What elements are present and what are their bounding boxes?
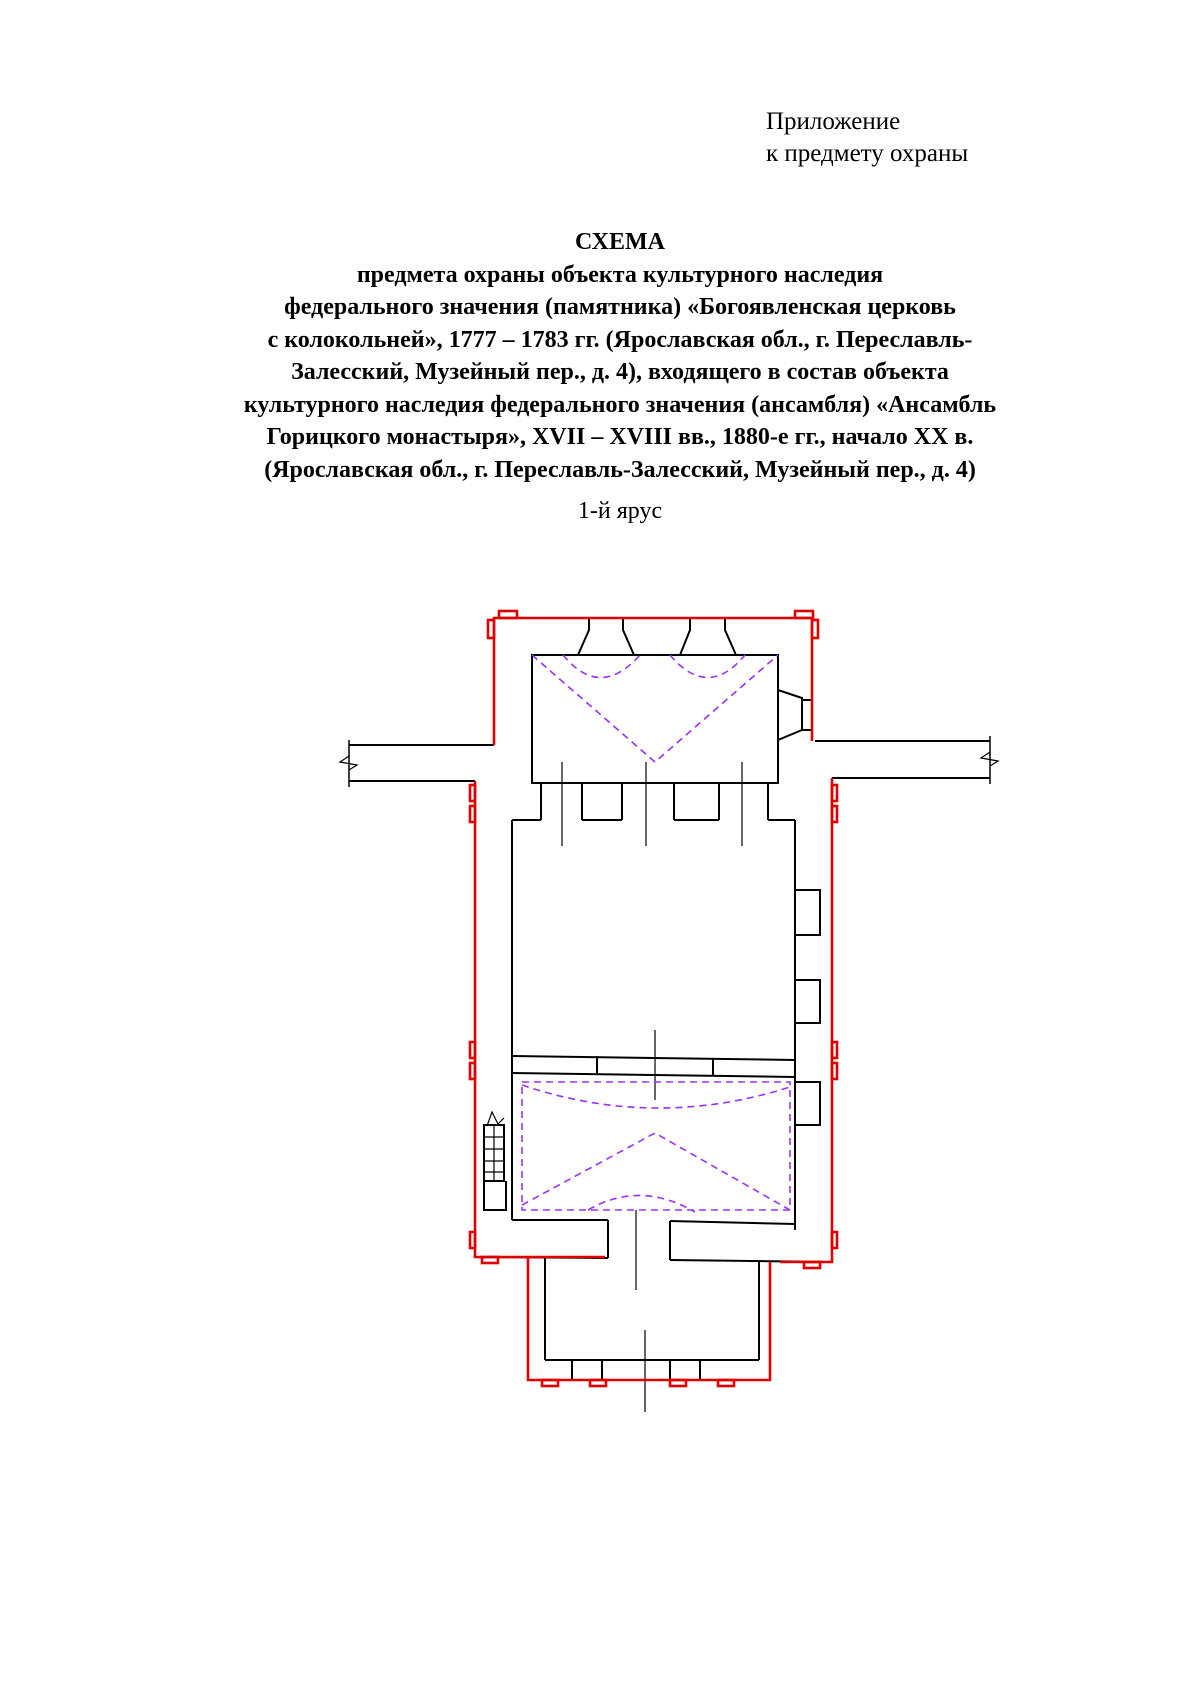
title-line-1: предмета охраны объекта культурного насл… bbox=[356, 261, 884, 288]
protection-boundary bbox=[468, 609, 839, 1388]
adjacent-walls bbox=[338, 736, 1000, 787]
appendix-note: Приложение к предмету охраны bbox=[766, 106, 968, 170]
tier-label: 1-й ярус bbox=[577, 498, 663, 524]
appendix-line-2: к предмету охраны bbox=[766, 140, 969, 167]
appendix-line-1: Приложение bbox=[766, 108, 901, 135]
title-heading: СХЕМА bbox=[574, 229, 666, 255]
document-title: СХЕМА предмета охраны объекта культурног… bbox=[150, 226, 1090, 486]
vault-lines bbox=[521, 654, 791, 1213]
title-line-3: с колокольней», 1777 – 1783 гг. (Ярослав… bbox=[267, 326, 973, 353]
title-line-5: культурного наследия федерального значен… bbox=[243, 391, 997, 418]
title-line-4: Залесский, Музейный пер., д. 4), входяще… bbox=[291, 359, 949, 385]
title-line-2: федерального значения (памятника) «Богоя… bbox=[284, 294, 956, 320]
title-line-6: Горицкого монастыря», XVII – XVIII вв., … bbox=[266, 424, 974, 450]
title-line-7: (Ярославская обл., г. Переславль-Залесск… bbox=[264, 456, 976, 483]
